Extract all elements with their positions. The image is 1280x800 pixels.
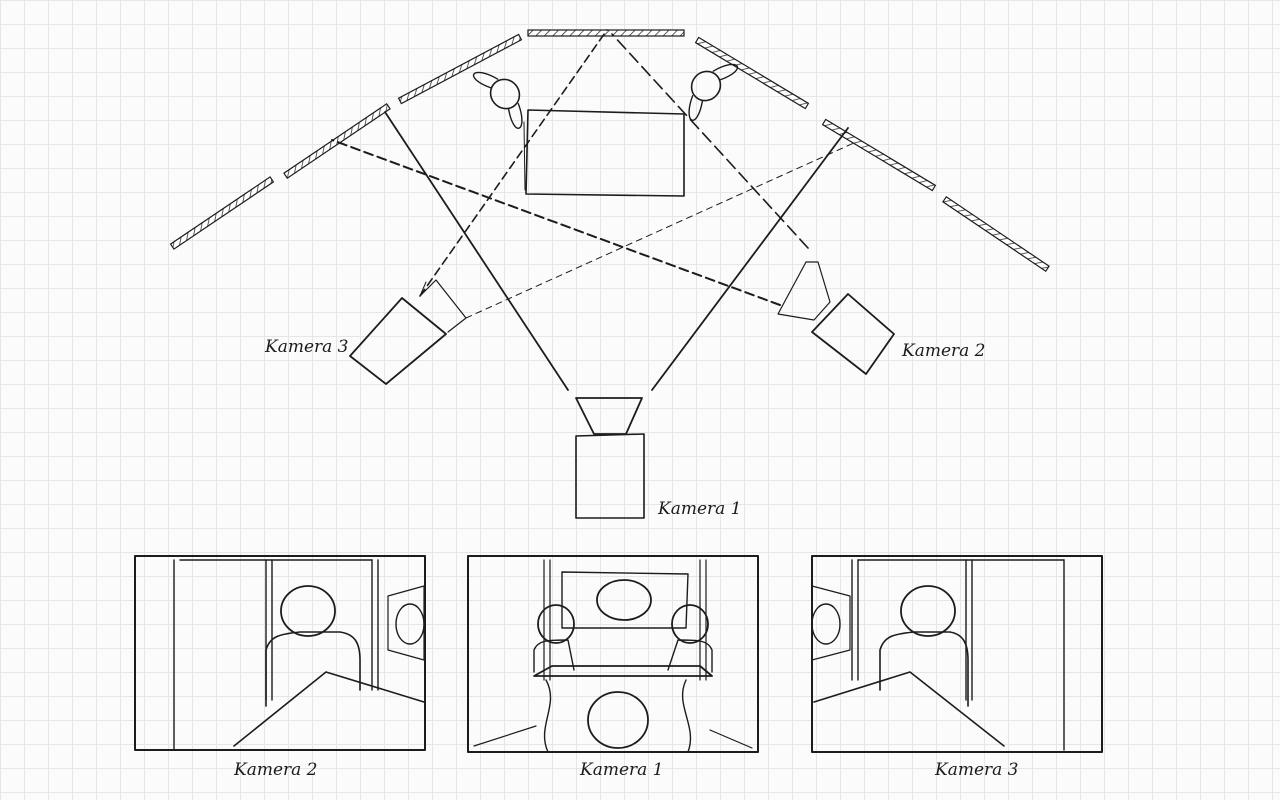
- camera1-body: [575, 397, 645, 519]
- person-plan-left: [472, 71, 523, 129]
- camera2-body: [777, 261, 895, 375]
- label-camera2-plan: Kamera 2: [901, 341, 986, 361]
- label-frame-camera3: Kamera 3: [934, 760, 1019, 780]
- person-plan-right: [688, 63, 739, 121]
- frame-camera3-view: [811, 555, 1103, 753]
- frame-camera2-view: [134, 555, 426, 751]
- label-camera1-plan: Kamera 1: [657, 499, 742, 519]
- label-camera3-plan: Kamera 3: [264, 337, 349, 357]
- table-plan: [523, 109, 685, 197]
- label-frame-camera2: Kamera 2: [233, 760, 318, 780]
- frame-camera1-view: [467, 555, 759, 753]
- sightlines-camera3: [419, 29, 857, 319]
- camera3-body: [349, 279, 467, 385]
- sightlines-camera2: [331, 33, 809, 306]
- sightlines-camera1: [384, 111, 849, 391]
- label-frame-camera1: Kamera 1: [579, 760, 664, 780]
- wall-segments: [169, 29, 1050, 272]
